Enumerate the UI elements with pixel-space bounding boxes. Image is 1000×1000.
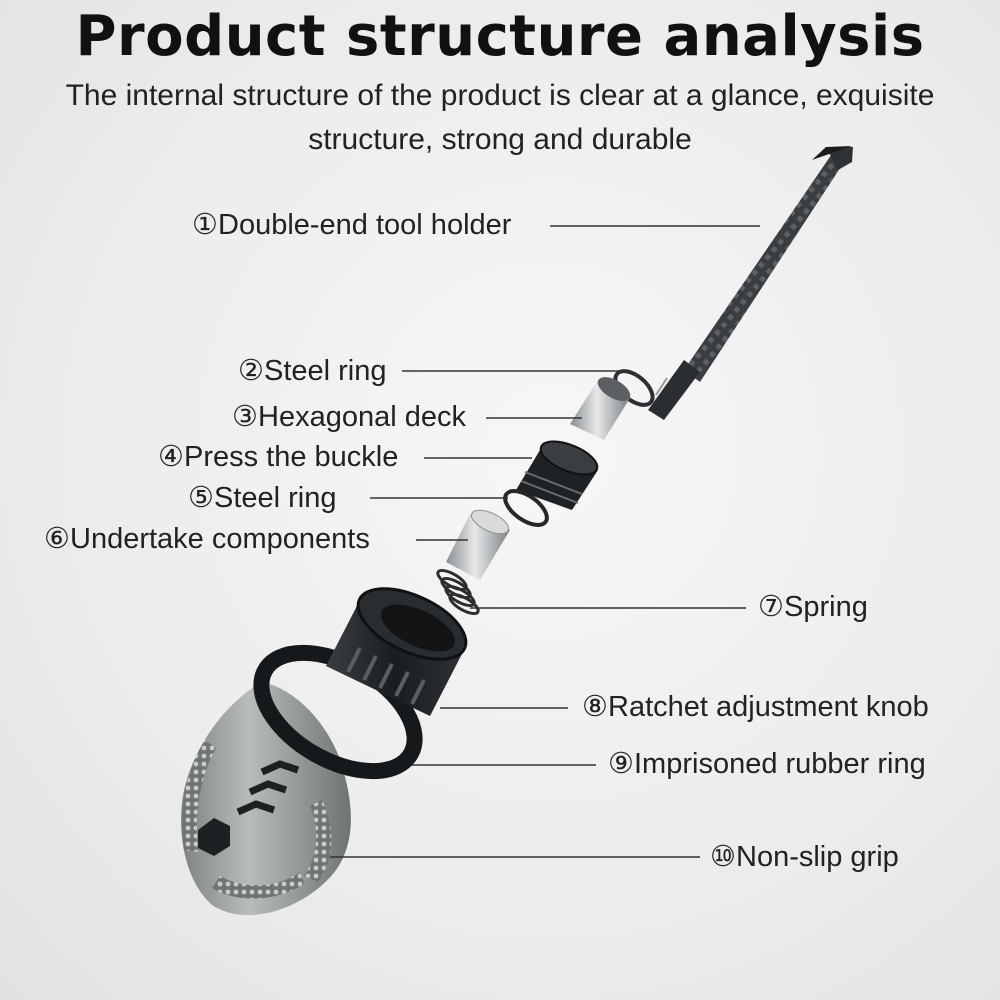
non-slip-grip: [181, 682, 351, 916]
steel-ring-lower: [503, 489, 549, 527]
press-buckle: [516, 440, 599, 510]
part-label-non-slip-grip: ⑩Non-slip grip: [710, 841, 899, 873]
part-label-spring: ⑦Spring: [758, 591, 868, 623]
part-label-ratchet-knob: ⑧Ratchet adjustment knob: [582, 691, 929, 723]
tool-holder-shaft: [648, 146, 853, 420]
page-title: Product structure analysis: [75, 4, 925, 69]
hexagonal-deck: [570, 377, 631, 440]
spring: [436, 568, 480, 616]
part-label-steel-ring-lower: ⑤Steel ring: [188, 482, 337, 514]
part-label-press-buckle: ④Press the buckle: [158, 441, 399, 473]
part-label-double-end-tool-holder: ①Double-end tool holder: [192, 209, 512, 241]
ratchet-knob: [326, 587, 468, 716]
part-label-hexagonal-deck: ③Hexagonal deck: [232, 401, 466, 433]
page-subtitle: The internal structure of the product is…: [65, 79, 935, 156]
part-label-steel-ring-upper: ②Steel ring: [238, 355, 387, 387]
leader-lines: [330, 225, 760, 858]
part-label-rubber-ring: ⑨Imprisoned rubber ring: [608, 748, 926, 780]
undertake-component: [446, 509, 510, 580]
part-label-undertake-components: ⑥Undertake components: [44, 523, 370, 555]
